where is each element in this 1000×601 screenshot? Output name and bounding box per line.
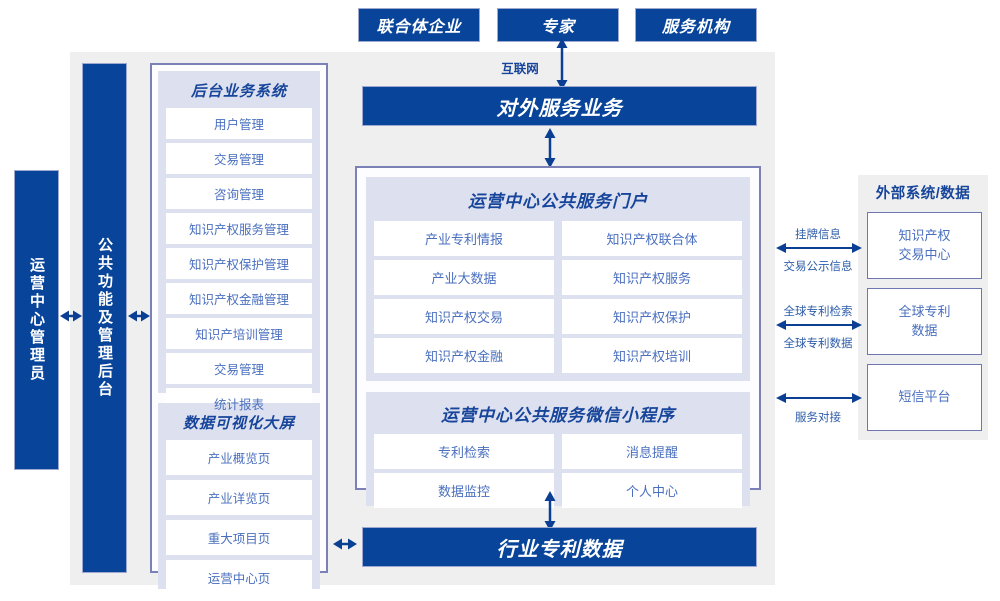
dashboard-item[interactable]: 运营中心页 (166, 560, 312, 595)
portal-item[interactable]: 产业专利情报 (374, 221, 554, 256)
dashboard-title: 数据可视化大屏 (182, 415, 295, 432)
external-service-business-bar[interactable]: 对外服务业务 (362, 86, 757, 126)
external-system-ip-exchange-center[interactable]: 知识产权 交易中心 (867, 212, 982, 279)
portal-item[interactable]: 知识产权培训 (562, 338, 742, 373)
connector-label-service-integration: 服务对接 (795, 412, 841, 424)
dashboard-group: 数据可视化大屏 产业概览页 产业详览页 重大项目页 运营中心页 (158, 403, 320, 595)
miniprogram-item[interactable]: 专利检索 (374, 434, 554, 469)
portal-container: 运营中心公共服务门户 产业专利情报 知识产权联合体 产业大数据 知识产权服务 知… (355, 166, 761, 508)
backend-systems-container: 后台业务系统 用户管理 交易管理 咨询管理 知识产权服务管理 知识产权保护管理 … (150, 63, 328, 595)
dashboard-item[interactable]: 产业详览页 (166, 480, 312, 515)
portal-item[interactable]: 知识产权交易 (374, 299, 554, 334)
actor-label: 联合体企业 (376, 19, 462, 36)
backoffice-item[interactable]: 咨询管理 (166, 178, 312, 209)
miniprogram-item[interactable]: 个人中心 (562, 473, 742, 508)
external-system-sms-platform[interactable]: 短信平台 (867, 364, 982, 431)
connector-label-global-patent-data: 全球专利数据 (783, 338, 853, 350)
portal-group: 运营中心公共服务门户 产业专利情报 知识产权联合体 产业大数据 知识产权服务 知… (366, 177, 750, 381)
miniprogram-title: 运营中心公共服务微信小程序 (441, 406, 675, 425)
miniprogram-item[interactable]: 消息提醒 (562, 434, 742, 469)
miniprogram-group: 运营中心公共服务微信小程序 专利检索 消息提醒 数据监控 个人中心 (366, 392, 750, 508)
service-to-portal-arrow (544, 128, 556, 168)
connector-label-trade-disclosure-info: 交易公示信息 (783, 261, 853, 273)
backoffice-item[interactable]: 知识产权服务管理 (166, 213, 312, 244)
portal-to-industry-data-arrow (544, 491, 556, 531)
backoffice-item[interactable]: 知识产培训管理 (166, 318, 312, 349)
internet-label: 互联网 (501, 62, 539, 76)
actor-box-service-org[interactable]: 服务机构 (635, 8, 757, 42)
column-label: 公共功能及管理后台 (96, 237, 113, 399)
portal-item[interactable]: 知识产权联合体 (562, 221, 742, 256)
external-system-global-patent-data[interactable]: 全球专利 数据 (867, 288, 982, 355)
dashboard-item[interactable]: 重大项目页 (166, 520, 312, 555)
external-systems-title: 外部系统/数据 (875, 186, 971, 202)
admin-to-backend-arrow (60, 310, 82, 322)
bar-label: 行业专利数据 (496, 538, 623, 561)
backoffice-item[interactable]: 交易管理 (166, 353, 312, 384)
actor-box-union-enterprise[interactable]: 联合体企业 (358, 8, 480, 42)
common-to-cards-arrow (128, 310, 150, 322)
connector-arrow-2 (776, 320, 862, 330)
bar-label: 对外服务业务 (496, 97, 623, 120)
miniprogram-grid: 专利检索 消息提醒 数据监控 个人中心 (374, 434, 742, 508)
connector-arrow-3 (776, 393, 862, 403)
backoffice-item[interactable]: 交易管理 (166, 143, 312, 174)
portal-item[interactable]: 知识产权服务 (562, 260, 742, 295)
left-column-operations-admin[interactable]: 运营中心管理员 (14, 170, 59, 470)
connector-label-listing-info: 挂牌信息 (795, 229, 841, 241)
cards-to-industry-data-arrow (333, 538, 357, 550)
connector-label-global-patent-search: 全球专利检索 (783, 306, 853, 318)
backoffice-item[interactable]: 知识产权保护管理 (166, 248, 312, 279)
actor-box-expert[interactable]: 专家 (497, 8, 619, 42)
actor-label: 服务机构 (661, 19, 730, 36)
backoffice-item[interactable]: 用户管理 (166, 108, 312, 139)
backoffice-title: 后台业务系统 (190, 83, 287, 100)
portal-grid: 产业专利情报 知识产权联合体 产业大数据 知识产权服务 知识产权交易 知识产权保… (374, 221, 742, 373)
portal-item[interactable]: 知识产权金融 (374, 338, 554, 373)
portal-item[interactable]: 知识产权保护 (562, 299, 742, 334)
backoffice-group: 后台业务系统 用户管理 交易管理 咨询管理 知识产权服务管理 知识产权保护管理 … (158, 71, 320, 419)
dashboard-item[interactable]: 产业概览页 (166, 440, 312, 475)
connector-arrow-1 (776, 243, 862, 253)
internet-arrow (556, 38, 568, 90)
miniprogram-item[interactable]: 数据监控 (374, 473, 554, 508)
portal-title: 运营中心公共服务门户 (468, 192, 648, 211)
portal-item[interactable]: 产业大数据 (374, 260, 554, 295)
column-label: 运营中心管理员 (28, 257, 45, 383)
backoffice-item[interactable]: 知识产权金融管理 (166, 283, 312, 314)
left-column-common-functions[interactable]: 公共功能及管理后台 (82, 63, 127, 573)
industry-patent-data-bar[interactable]: 行业专利数据 (362, 527, 757, 567)
actor-label: 专家 (540, 19, 575, 36)
